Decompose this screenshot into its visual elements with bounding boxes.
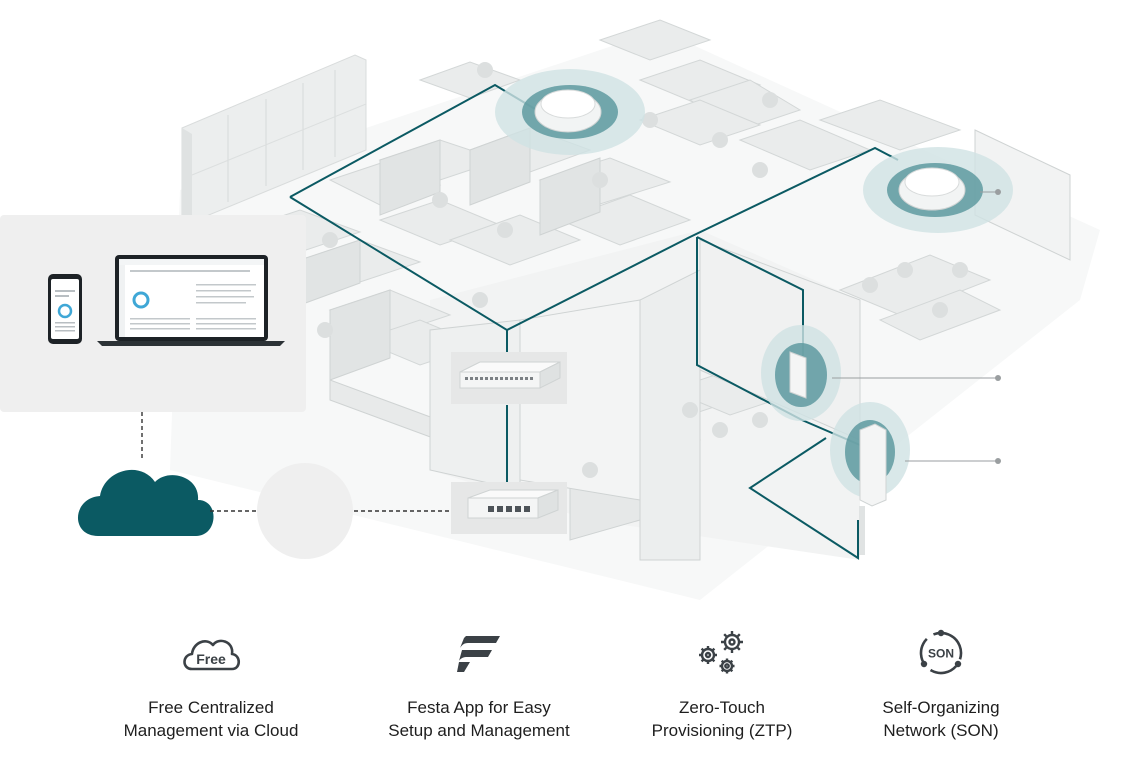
feature-label-festa-app: Festa App for Easy Setup and Management (388, 698, 570, 740)
feature-label-ztp: Zero-Touch Provisioning (ZTP) (651, 698, 793, 740)
feature-list: Free Free Centralized Management via Clo… (0, 620, 1125, 770)
festa-logo-icon (457, 636, 500, 672)
feature-free-cloud: Free Free Centralized Management via Clo… (96, 620, 326, 742)
ceiling-access-point-2 (863, 147, 1013, 233)
feature-festa-app: Festa App for Easy Setup and Management (364, 620, 594, 742)
outdoor-access-point (830, 402, 1001, 555)
network-diagram (0, 19, 1071, 561)
rackmount-switch (451, 352, 567, 404)
management-panel (0, 215, 306, 412)
laptop-dashboard (97, 255, 285, 346)
free-cloud-icon: Free (183, 639, 241, 671)
feature-label-son: Self-Organizing Network (SON) (882, 698, 1000, 740)
gears-icon (699, 631, 743, 674)
ceiling-access-point-1 (495, 69, 645, 155)
phone-app (48, 274, 82, 344)
desktop-switch (451, 482, 567, 534)
gateway-router (257, 463, 353, 559)
son-icon: SON (919, 629, 963, 675)
free-cloud-icon-text: Free (196, 651, 226, 667)
office-chairs (272, 62, 968, 478)
feature-son: SON Self-Organizing Network (SON) (826, 620, 1056, 742)
feature-ztp: Zero-Touch Provisioning (ZTP) (607, 620, 837, 742)
cloud-icon (77, 469, 214, 536)
feature-label-free-cloud: Free Centralized Management via Cloud (123, 698, 299, 740)
son-icon-text: SON (928, 647, 954, 661)
wall-access-point (761, 325, 1001, 421)
